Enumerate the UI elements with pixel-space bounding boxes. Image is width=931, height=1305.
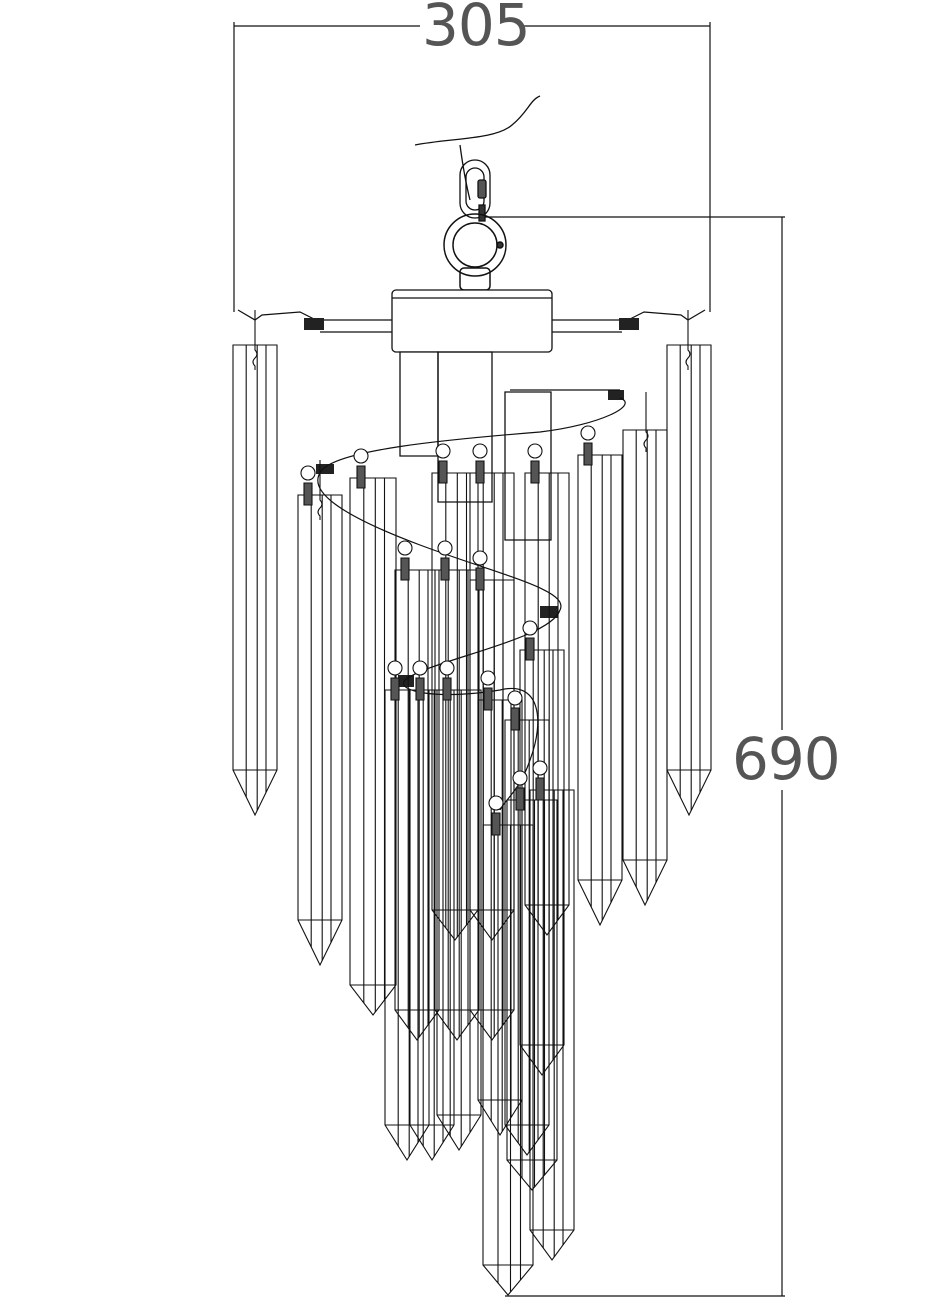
crystal-hanger	[581, 426, 595, 465]
crystal-hanger	[533, 761, 547, 800]
crystal-hanger	[489, 796, 503, 835]
height-dimension	[482, 217, 785, 1296]
crystal-hanger	[436, 444, 450, 483]
suspension-cable	[415, 96, 540, 200]
crystal-hanger	[438, 541, 452, 580]
crystal-prism	[437, 690, 481, 1150]
crystal-prism	[385, 690, 429, 1160]
crystal-hanger	[523, 621, 537, 660]
crystal-hanger	[473, 551, 487, 590]
crystal-prism	[525, 473, 569, 935]
crystal-prism	[478, 700, 522, 1135]
crystal-prism	[483, 825, 533, 1295]
crystal-prism	[395, 570, 439, 1040]
width-dimension	[234, 22, 710, 312]
top-arm	[238, 310, 705, 332]
prism-hook	[253, 310, 257, 370]
prism-hook	[318, 460, 322, 520]
crystal-hanger	[473, 444, 487, 483]
crystal-prism	[435, 570, 479, 1040]
crystal-hanger	[440, 661, 454, 700]
crystal-hanger	[528, 444, 542, 483]
crystal-hanger	[398, 541, 412, 580]
width-dimension-label: 305	[422, 0, 531, 59]
hook	[460, 160, 490, 221]
crystal-prism	[233, 345, 277, 815]
prism-hook	[644, 392, 648, 452]
prism-hook	[686, 310, 690, 370]
crystal-prism	[667, 345, 711, 815]
crystal-hanger	[354, 449, 368, 488]
height-dimension-label: 690	[732, 725, 841, 793]
canopy	[392, 290, 552, 540]
crystal-hangers	[253, 310, 690, 835]
crystal-hanger	[301, 466, 315, 505]
crystal-prism	[578, 455, 622, 925]
crystal-prism	[530, 790, 574, 1260]
crystal-hanger	[388, 661, 402, 700]
ring	[444, 214, 506, 290]
crystal-hanger	[481, 671, 495, 710]
crystal-prism	[507, 800, 557, 1190]
spiral-ring	[318, 390, 625, 810]
crystal-prism	[410, 690, 454, 1160]
crystal-hanger	[513, 771, 527, 810]
crystal-hanger	[508, 691, 522, 730]
crystal-prism	[350, 478, 396, 1015]
crystal-prism	[298, 495, 342, 965]
crystal-prism	[623, 430, 667, 905]
crystal-hanger	[413, 661, 427, 700]
